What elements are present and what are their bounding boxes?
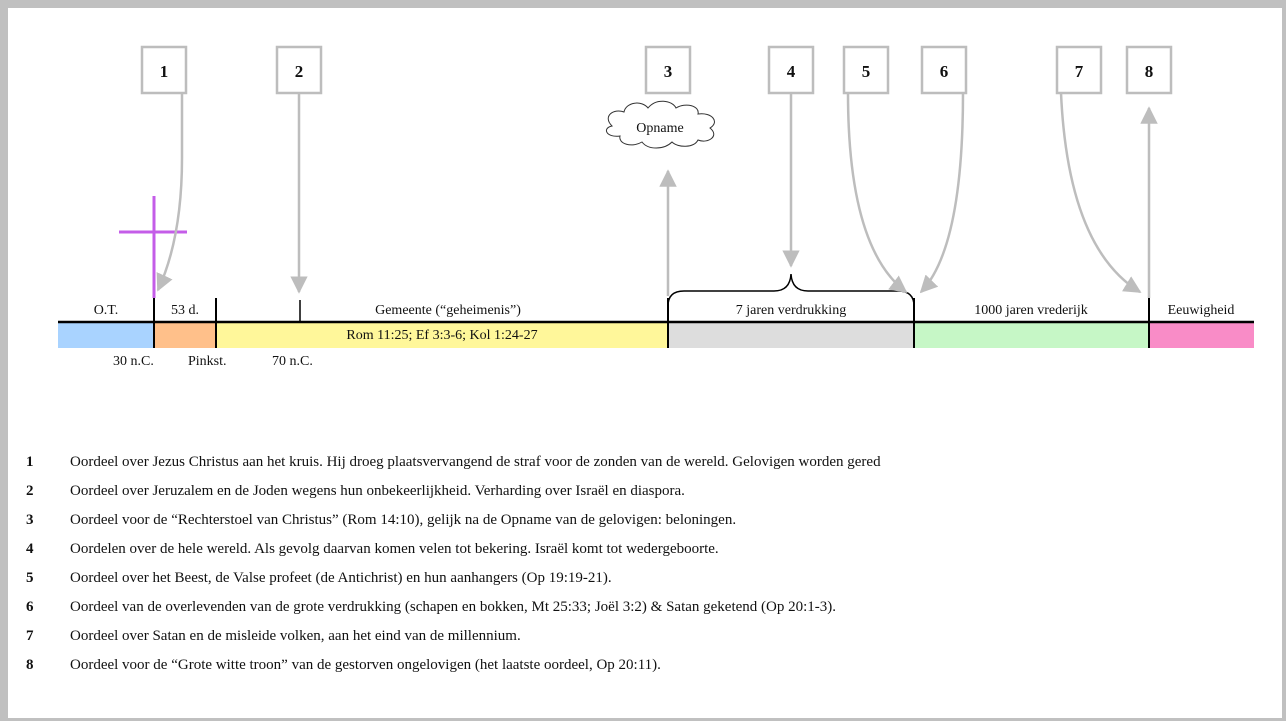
legend-item: 5 Oordeel over het Beest, de Valse profee… <box>26 564 881 593</box>
legend-number: 1 <box>26 454 34 470</box>
era-label-ot: O.T. <box>94 303 119 318</box>
callout-box-6 <box>920 45 968 95</box>
date-70ad: 70 n.C. <box>272 354 313 369</box>
callout-box-1 <box>140 45 188 95</box>
callout-number-4: 4 <box>787 62 796 81</box>
callout-box-7 <box>1055 45 1103 95</box>
legend-item: 8 Oordeel voor de “Grote witte troon” van… <box>26 651 881 680</box>
era-label-tribulation: 7 jaren verdrukking <box>736 303 846 318</box>
legend-number: 7 <box>26 628 34 644</box>
legend-number: 3 <box>26 512 34 528</box>
legend-item: 6 Oordeel van de overlevenden van de grot… <box>26 593 881 622</box>
legend-item: 1 Oordeel over Jezus Christus aan het kru… <box>26 448 881 477</box>
callout-number-2: 2 <box>295 62 304 81</box>
callout-number-6: 6 <box>940 62 949 81</box>
rapture-cloud <box>605 100 715 149</box>
callout-number-5: 5 <box>862 62 871 81</box>
callout-box-8 <box>1125 45 1173 95</box>
legend-text: Oordeel voor de “Rechterstoel van Christ… <box>70 512 737 528</box>
era-label-eternity: Eeuwigheid <box>1168 303 1235 318</box>
callout-arrow-1 <box>156 93 184 292</box>
legend-number: 4 <box>26 541 34 557</box>
legend-text: Oordeel over Satan en de misleide volken… <box>70 628 521 644</box>
legend-item: 7 Oordeel over Satan en de misleide volke… <box>26 622 881 651</box>
date-30ad: 30 n.C. <box>113 354 154 369</box>
callout-arrow-5 <box>846 92 908 294</box>
legend-text: Oordeel voor de “Grote witte troon” van … <box>70 657 661 673</box>
callout-number-1: 1 <box>160 62 169 81</box>
era-band-church <box>216 323 668 348</box>
date-pentecost: Pinkst. <box>188 354 227 369</box>
legend-number: 2 <box>26 483 34 499</box>
tribulation-brace <box>667 273 915 307</box>
callout-box-4 <box>767 45 815 95</box>
callout-box-5 <box>842 45 890 95</box>
legend-text: Oordeel over Jezus Christus aan het krui… <box>70 454 881 470</box>
legend-text: Oordeel van de overlevenden van de grote… <box>70 599 837 615</box>
legend-number: 6 <box>26 599 34 615</box>
era-label-church: Gemeente (“geheimenis”) <box>375 303 521 318</box>
era-label-53d: 53 d. <box>171 303 199 318</box>
legend-item: 4 Oordelen over de hele wereld. Als gevol… <box>26 535 881 564</box>
era-band-ot <box>58 323 154 348</box>
era-band-53d <box>154 323 216 348</box>
legend-number: 8 <box>26 657 34 673</box>
legend-item: 2 Oordeel over Jeruzalem en de Joden wege… <box>26 477 881 506</box>
legend-number: 5 <box>26 570 34 586</box>
legend-text: Oordelen over de hele wereld. Als gevolg… <box>70 541 719 557</box>
callout-number-3: 3 <box>664 62 673 81</box>
era-band-millennium <box>914 323 1149 348</box>
legend-text: Oordeel over het Beest, de Valse profeet… <box>70 570 612 586</box>
church-references: Rom 11:25; Ef 3:3-6; Kol 1:24-27 <box>346 328 537 343</box>
cloud-label: Opname <box>636 121 683 136</box>
callout-arrow-7 <box>1059 92 1142 294</box>
era-label-millennium: 1000 jaren vrederijk <box>974 303 1088 318</box>
era-band-eternity <box>1149 323 1254 348</box>
era-band-tribulation <box>668 323 914 348</box>
timeline-diagram: O.T. 53 d. Gemeente (“geheimenis”) 7 jar… <box>58 45 1254 369</box>
judgments-legend: 1 Oordeel over Jezus Christus aan het kru… <box>26 448 881 680</box>
legend-text: Oordeel over Jeruzalem en de Joden wegen… <box>70 483 685 499</box>
callout-number-7: 7 <box>1075 62 1084 81</box>
legend-item: 3 Oordeel voor de “Rechterstoel van Chris… <box>26 506 881 535</box>
callout-arrow-6 <box>919 92 965 294</box>
callout-box-3 <box>644 45 692 95</box>
callout-number-8: 8 <box>1145 62 1154 81</box>
diagram-frame: O.T. 53 d. Gemeente (“geheimenis”) 7 jar… <box>8 8 1282 718</box>
